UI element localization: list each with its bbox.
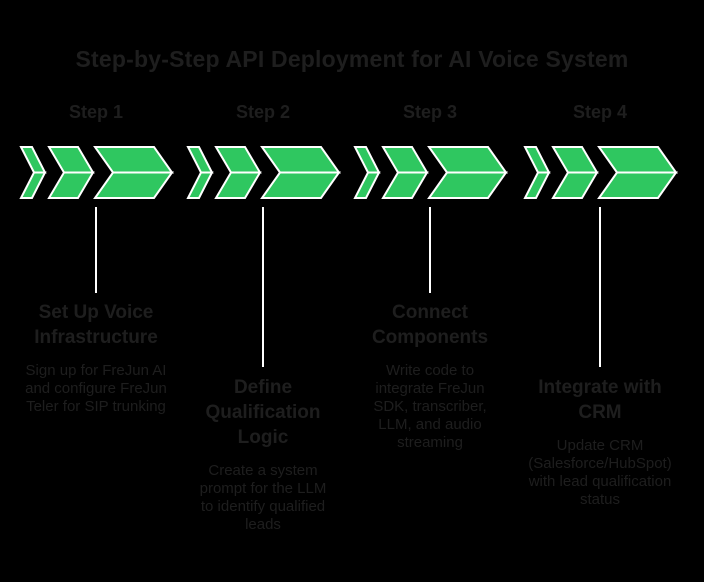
page-title: Step-by-Step API Deployment for AI Voice… [75, 46, 629, 72]
step-4-label: Step 4 [572, 102, 628, 122]
step-4-description: Update CRM (Salesforce/HubSpot) with lea… [528, 437, 672, 508]
step-column-3: Step 3 Connect Components Write code to … [350, 0, 510, 582]
step-2-text: Define Qualification Logic Create a syst… [177, 375, 349, 534]
step-3-label: Step 3 [402, 102, 458, 122]
step-2-label: Step 2 [235, 102, 291, 122]
step-column-4: Step 4 Integrate with CRM Update CRM (Sa… [520, 0, 680, 582]
step-column-2: Step 2 Define Qualification Logic Create… [183, 0, 343, 582]
step-3-heading: Connect Components [371, 302, 489, 348]
connector-line [95, 207, 97, 293]
step-column-1: Step 1 Set Up Voice Infrastructure Sign … [16, 0, 176, 582]
step-3-description: Write code to integrate FreJun SDK, tran… [373, 362, 487, 451]
step-1-heading: Set Up Voice Infrastructure [34, 302, 158, 348]
connector-line [262, 207, 264, 367]
chevron-right-arrows-icon [19, 146, 174, 199]
connector-line [599, 207, 601, 367]
chevron-right-arrows-icon [186, 146, 341, 199]
connector-line [429, 207, 431, 293]
step-4-heading: Integrate with CRM [538, 377, 662, 423]
step-1-label: Step 1 [68, 102, 124, 122]
step-2-description: Create a system prompt for the LLM to id… [199, 462, 327, 533]
step-1-text: Set Up Voice Infrastructure Sign up for … [10, 300, 182, 416]
step-3-text: Connect Components Write code to integra… [344, 300, 516, 452]
chevron-right-arrows-icon [523, 146, 678, 199]
step-1-description: Sign up for FreJun AI and configure FreJ… [25, 362, 167, 415]
chevron-right-arrows-icon [353, 146, 508, 199]
step-2-heading: Define Qualification Logic [205, 377, 321, 448]
step-4-text: Integrate with CRM Update CRM (Salesforc… [514, 375, 686, 509]
